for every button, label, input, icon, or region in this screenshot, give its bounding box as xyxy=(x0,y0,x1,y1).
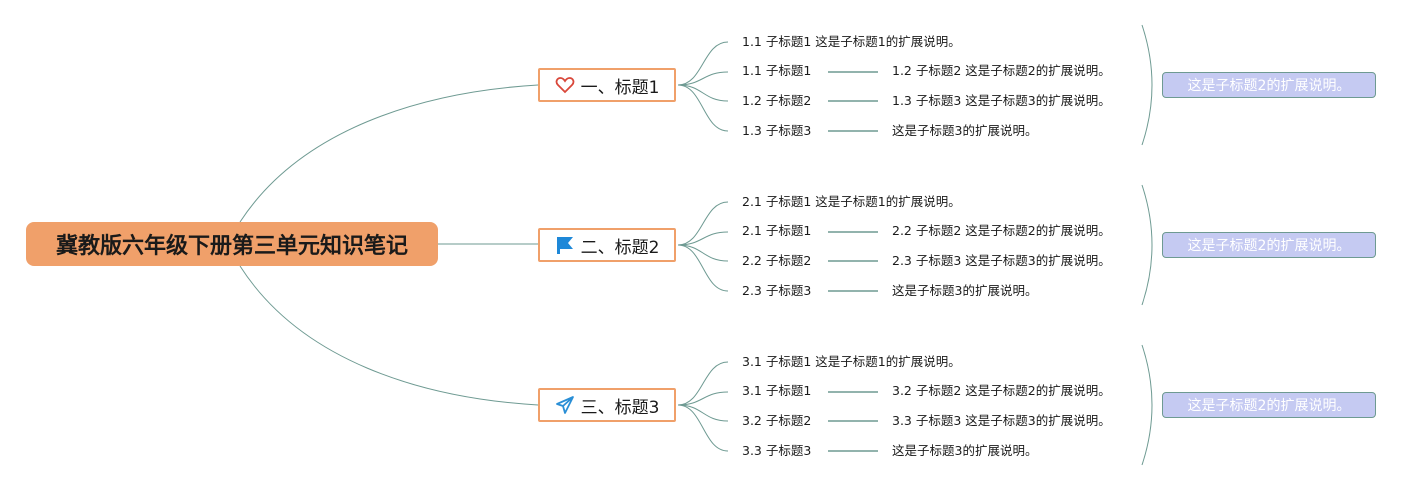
summary-text: 这是子标题2的扩展说明。 xyxy=(1187,78,1351,94)
branch-topic-1[interactable]: 一、标题1 xyxy=(538,68,676,102)
leaf-first[interactable]: 3.1 子标题1 这是子标题1的扩展说明。 xyxy=(742,354,961,369)
leaf-right[interactable]: 2.3 子标题3 这是子标题3的扩展说明。 xyxy=(892,253,1111,268)
leaf-left[interactable]: 2.3 子标题3 xyxy=(742,283,812,298)
leaf-left[interactable]: 3.1 子标题1 xyxy=(742,383,812,398)
connector-branch-leaf xyxy=(677,84,729,102)
connector-branch-leaf xyxy=(677,84,729,132)
connector-branch-leaf xyxy=(677,404,729,452)
summary-brace xyxy=(1141,24,1153,146)
branch-label: 二、标题2 xyxy=(580,237,660,258)
leaf-first[interactable]: 2.1 子标题1 这是子标题1的扩展说明。 xyxy=(742,194,961,209)
leaf-right[interactable]: 这是子标题3的扩展说明。 xyxy=(892,443,1038,458)
branch-topic-2[interactable]: 二、标题2 xyxy=(538,228,676,262)
connector-branch-leaf xyxy=(677,361,729,406)
connector-root-branch3 xyxy=(239,265,539,406)
leaf-right[interactable]: 这是子标题3的扩展说明。 xyxy=(892,283,1038,298)
leaf-right[interactable]: 1.2 子标题2 这是子标题2的扩展说明。 xyxy=(892,63,1111,78)
branch-label: 一、标题1 xyxy=(580,77,660,98)
connector-branch-leaf xyxy=(677,41,729,86)
leaf-right[interactable]: 2.2 子标题2 这是子标题2的扩展说明。 xyxy=(892,223,1111,238)
summary-brace xyxy=(1141,344,1153,466)
leaf-right[interactable]: 1.3 子标题3 这是子标题3的扩展说明。 xyxy=(892,93,1111,108)
connector-branch-leaf xyxy=(677,404,729,422)
leaf-left[interactable]: 1.3 子标题3 xyxy=(742,123,812,138)
summary-text: 这是子标题2的扩展说明。 xyxy=(1187,238,1351,254)
connector-branch-leaf xyxy=(677,244,729,292)
heart-icon xyxy=(555,75,575,95)
summary-text: 这是子标题2的扩展说明。 xyxy=(1187,398,1351,414)
leaf-right[interactable]: 这是子标题3的扩展说明。 xyxy=(892,123,1038,138)
leaf-left[interactable]: 3.2 子标题2 xyxy=(742,413,812,428)
connector-branch-leaf xyxy=(677,391,729,406)
paper-plane-icon xyxy=(555,395,575,415)
leaf-left[interactable]: 2.2 子标题2 xyxy=(742,253,812,268)
leaf-left[interactable]: 1.1 子标题1 xyxy=(742,63,812,78)
leaf-left[interactable]: 1.2 子标题2 xyxy=(742,93,812,108)
root-title: 冀教版六年级下册第三单元知识笔记 xyxy=(55,234,408,259)
connector-branch-leaf xyxy=(677,201,729,246)
summary-topic-2[interactable]: 这是子标题2的扩展说明。 xyxy=(1162,232,1376,258)
connector-root-branch1 xyxy=(239,84,539,223)
root-topic[interactable]: 冀教版六年级下册第三单元知识笔记 xyxy=(26,222,438,266)
leaf-right[interactable]: 3.2 子标题2 这是子标题2的扩展说明。 xyxy=(892,383,1111,398)
summary-topic-3[interactable]: 这是子标题2的扩展说明。 xyxy=(1162,392,1376,418)
flag-icon xyxy=(555,235,575,255)
leaf-right[interactable]: 3.3 子标题3 这是子标题3的扩展说明。 xyxy=(892,413,1111,428)
branch-topic-3[interactable]: 三、标题3 xyxy=(538,388,676,422)
connector-branch-leaf xyxy=(677,71,729,86)
connector-branch-leaf xyxy=(677,231,729,246)
summary-topic-1[interactable]: 这是子标题2的扩展说明。 xyxy=(1162,72,1376,98)
branch-label: 三、标题3 xyxy=(580,397,660,418)
leaf-first[interactable]: 1.1 子标题1 这是子标题1的扩展说明。 xyxy=(742,34,961,49)
leaf-left[interactable]: 2.1 子标题1 xyxy=(742,223,812,238)
leaf-left[interactable]: 3.3 子标题3 xyxy=(742,443,812,458)
summary-brace xyxy=(1141,184,1153,306)
connector-branch-leaf xyxy=(677,244,729,262)
